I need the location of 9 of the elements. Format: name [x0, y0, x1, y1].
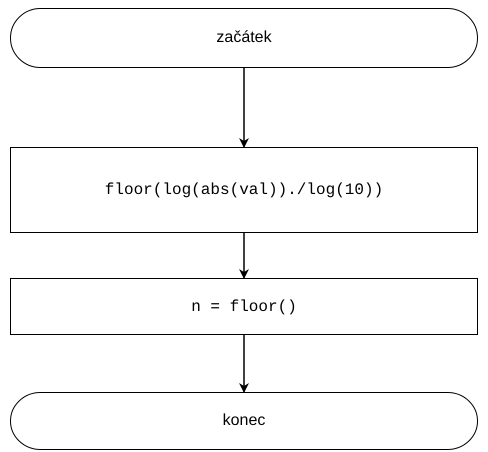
arrow [239, 335, 249, 393]
terminal-label: začátek [216, 29, 272, 47]
arrow [239, 233, 249, 279]
code-text: n = floor() [191, 298, 297, 316]
process-box [10, 147, 478, 233]
arrow [239, 68, 249, 148]
code-text: floor(log(abs(val))./log(10)) [104, 181, 384, 199]
process-box [10, 278, 478, 335]
terminal-label: konec [222, 412, 266, 430]
